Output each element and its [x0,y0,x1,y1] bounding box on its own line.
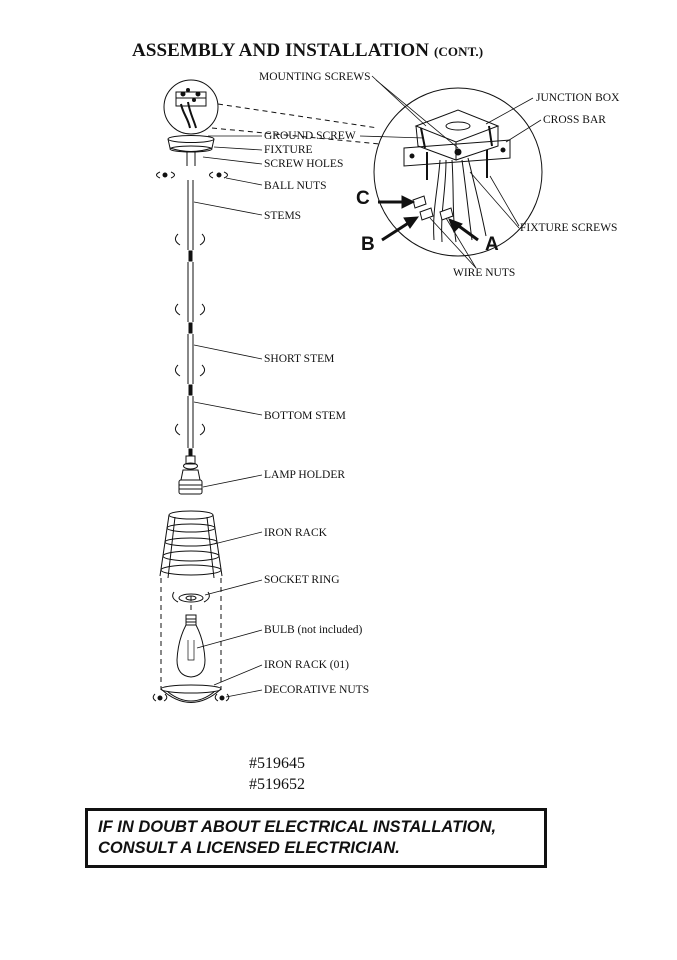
warning-line-1: IF IN DOUBT ABOUT ELECTRICAL INSTALLATIO… [98,818,497,836]
label-bulb: BULB (not included) [264,624,363,636]
leader-lines [193,135,263,698]
bulb [176,614,206,678]
page-title: ASSEMBLY AND INSTALLATION (CONT.) [132,40,484,61]
stems [187,180,194,456]
detail-connector [211,103,381,145]
warning-box: IF IN DOUBT ABOUT ELECTRICAL INSTALLATIO… [85,808,547,868]
ceiling-detail-circle [163,79,219,135]
label-bottom-stem: BOTTOM STEM [264,410,346,422]
wire-letter-a: A [485,234,499,255]
twist-arrows [174,233,206,436]
lamp-holder [178,455,203,495]
label-iron-rack: IRON RACK [264,527,327,539]
label-junction-box: JUNCTION BOX [536,92,620,104]
label-ground-screw: GROUND SCREW [264,130,356,142]
label-short-stem: SHORT STEM [264,353,335,365]
label-socket-ring: SOCKET RING [264,574,340,586]
wire-arrows [378,195,479,242]
socket-ring [172,591,210,603]
bottom-iron-rack [160,684,222,703]
wire-letter-c: C [356,188,370,209]
label-ball-nuts: BALL NUTS [264,180,327,192]
warning-line-2: CONSULT A LICENSED ELECTRICIAN. [98,839,400,857]
label-decorative-nuts: DECORATIVE NUTS [264,684,370,696]
canopy [167,135,215,166]
ball-nut-arrows [156,171,228,179]
label-fixture-screws: FIXTURE SCREWS [520,222,618,234]
model-number-2: #519652 [249,776,305,793]
label-screw-holes: SCREW HOLES [264,158,344,170]
label-lamp-holder: LAMP HOLDER [264,469,346,481]
iron-rack-cage [159,510,223,579]
decorative-nut-arrows [152,693,230,702]
junction-box-detail [373,87,543,257]
label-mounting-screws: MOUNTING SCREWS [259,71,371,83]
label-fixture: FIXTURE [264,144,313,156]
title-suffix: (CONT.) [433,44,484,59]
guide-dashes [160,578,222,690]
wire-letter-b: B [361,234,375,255]
model-number-1: #519645 [249,755,305,772]
detail-leaders [359,75,542,269]
label-iron-rack-01: IRON RACK (01) [264,659,349,671]
label-cross-bar: CROSS BAR [543,114,606,126]
label-stems: STEMS [264,210,302,222]
label-wire-nuts: WIRE NUTS [453,267,516,279]
